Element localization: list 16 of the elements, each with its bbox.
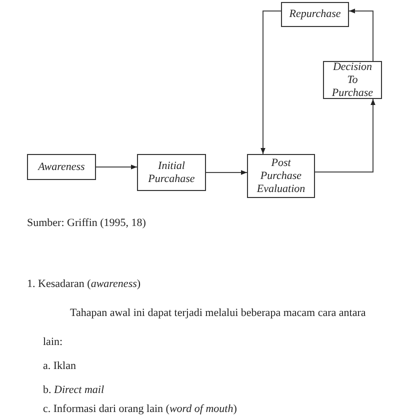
- arrow: [96, 164, 138, 170]
- list-item: b. Direct mail: [43, 384, 104, 397]
- process-box: Decision To Purchase: [323, 61, 382, 99]
- process-box: Initial Purcahase: [137, 154, 206, 191]
- paragraph: Tahapan awal ini dapat terjadi melalui beberapa macam cara antara lain:: [43, 306, 367, 350]
- list-item: c. Informasi dari orang lain (word of mouth): [43, 403, 237, 416]
- process-box: Post Purchase Evaluation: [247, 154, 315, 198]
- process-box: Repurchase: [281, 2, 349, 27]
- arrow: [260, 10, 282, 154]
- process-box: Awareness: [27, 154, 96, 180]
- list-item: a. Iklan: [43, 360, 76, 373]
- arrow: [348, 8, 374, 62]
- source-note: Sumber: Griffin (1995, 18): [27, 217, 146, 230]
- section-heading: 1. Kesadaran (awareness): [27, 278, 141, 291]
- arrow: [206, 170, 248, 175]
- arrow: [314, 98, 376, 172]
